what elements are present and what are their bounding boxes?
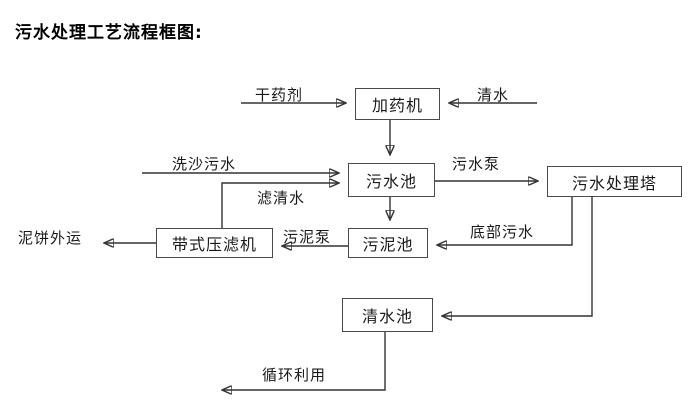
- flow-label-mud-cake-shipped-out: 泥饼外运: [18, 229, 83, 247]
- flow-label-sludge-pump: 污泥泵: [283, 228, 332, 246]
- flow-label-filtered-water: 滤清水: [257, 189, 306, 207]
- node-clean-water-pool: 清水池: [342, 298, 433, 332]
- flow-label-sand-washing-sewage: 洗沙污水: [172, 155, 237, 173]
- flow-label-recycling: 循环利用: [262, 366, 327, 384]
- node-sludge-pool: 污泥池: [348, 228, 428, 258]
- page-title: 污水处理工艺流程框图:: [15, 23, 203, 43]
- arrow-tower-to-clean-water-pool: [443, 197, 593, 316]
- node-sewage-treatment-tower: 污水处理塔: [547, 166, 682, 197]
- node-belt-filter-press: 带式压滤机: [156, 228, 273, 258]
- flow-label-clean-water: 清水: [477, 86, 510, 104]
- flow-label-bottom-sewage: 底部污水: [470, 223, 535, 241]
- arrow-bottom-sewage-tower-to-sludge-pool: [438, 197, 573, 245]
- node-dosing-machine: 加药机: [355, 88, 440, 120]
- arrow-filtered-water-press-to-sewage-pool: [221, 183, 338, 228]
- arrow-recycling-out: [223, 332, 386, 390]
- flow-label-dry-agent: 干药剂: [255, 86, 304, 104]
- node-sewage-pool: 污水池: [348, 163, 435, 197]
- flow-label-sewage-pump: 污水泵: [452, 155, 501, 173]
